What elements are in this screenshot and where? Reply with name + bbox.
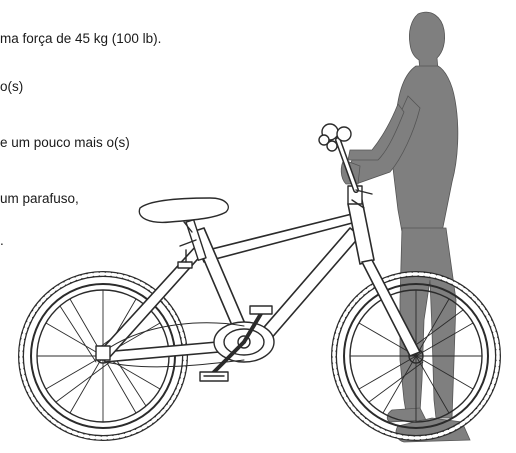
- instruction-line-4: um parafuso,: [0, 191, 79, 206]
- handlebar: [318, 123, 373, 209]
- instruction-line-5: .: [0, 233, 4, 248]
- frame: [100, 199, 421, 363]
- instruction-line-3: e um pouco mais o(s): [0, 135, 130, 150]
- saddle: [138, 197, 229, 269]
- instruction-line-1: ma força de 45 kg (100 lb).: [0, 31, 162, 46]
- bicycle: [18, 123, 501, 441]
- instruction-line-2: o(s): [0, 79, 24, 94]
- drivetrain: [95, 305, 275, 382]
- rear-wheel: [18, 271, 188, 441]
- front-wheel: [331, 271, 501, 441]
